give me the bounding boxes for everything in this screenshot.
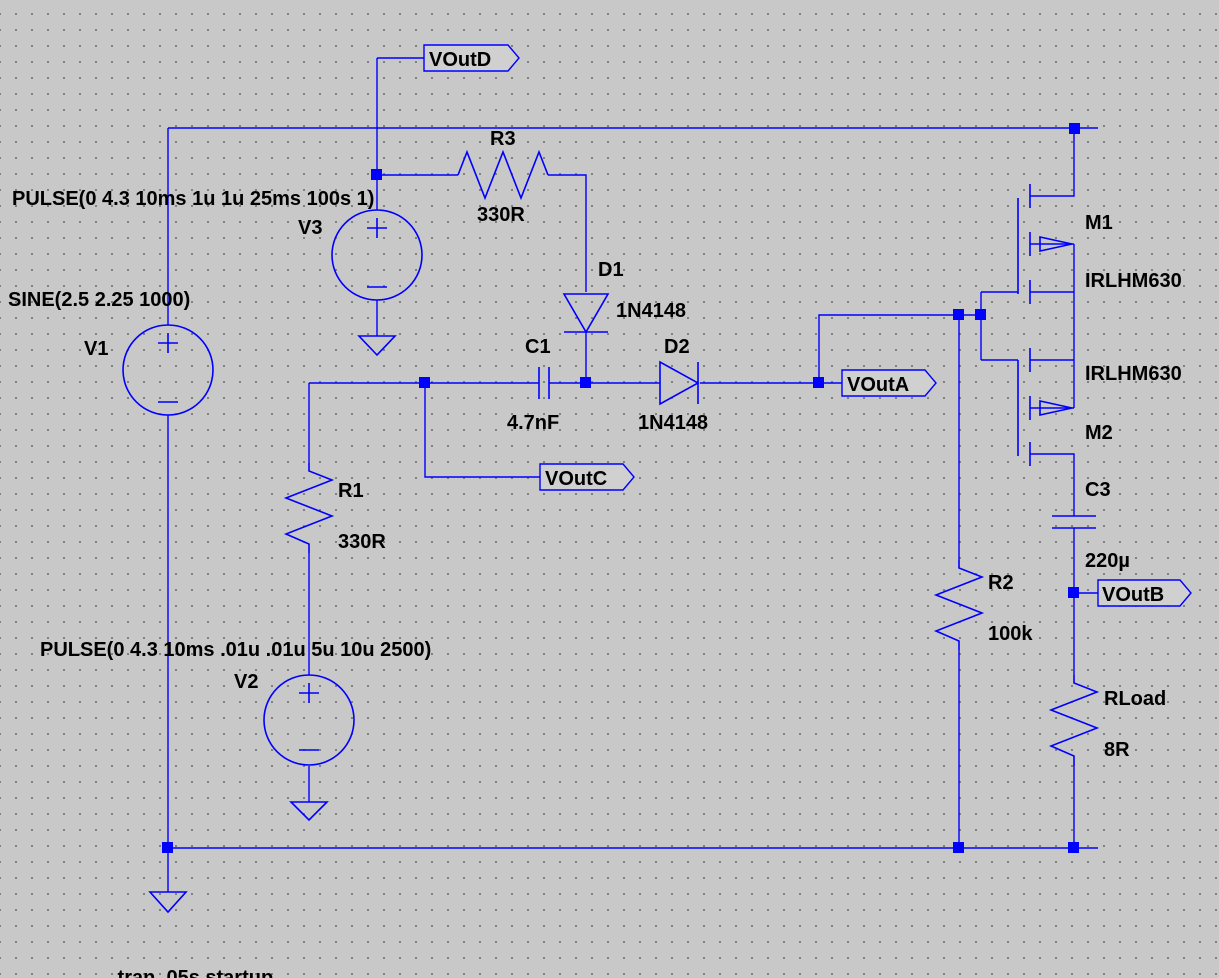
net-flag-vouta[interactable]: VOutA	[841, 369, 937, 397]
capacitor-c1[interactable]	[538, 367, 550, 399]
net-label-vouta: VOutA	[847, 374, 909, 396]
v1-value: SINE(2.5 2.25 1000)	[8, 289, 190, 311]
voltage-source-v3[interactable]	[331, 209, 423, 301]
d1-name: D1	[598, 259, 624, 281]
resistor-r2[interactable]	[933, 560, 985, 650]
r1-name: R1	[338, 480, 364, 502]
capacitor-c3[interactable]	[1052, 515, 1096, 529]
net-flag-voutb[interactable]: VOutB	[1097, 579, 1192, 607]
mosfet-m2[interactable]	[1017, 348, 1073, 466]
d2-value: 1N4148	[638, 412, 708, 434]
rload-name: RLoad	[1104, 688, 1166, 710]
net-label-voutc: VOutC	[545, 468, 607, 490]
net-label-voutb: VOutB	[1102, 584, 1164, 606]
component-labels: PULSE(0 4.3 10ms 1u 1u 25ms 100s 1) V3 R…	[8, 128, 1182, 978]
m2-name: M2	[1085, 422, 1113, 444]
wires	[167, 57, 1098, 892]
d2-name: D2	[664, 336, 690, 358]
r1-value: 330R	[338, 531, 386, 553]
r2-name: R2	[988, 572, 1014, 594]
rload-value: 8R	[1104, 739, 1130, 761]
c1-value: 4.7nF	[507, 412, 559, 434]
spice-directive[interactable]: .tran .05s startup	[112, 967, 273, 978]
voltage-source-v2[interactable]	[263, 674, 355, 766]
d1-value: 1N4148	[616, 300, 686, 322]
resistor-r1[interactable]	[283, 463, 335, 553]
r2-value: 100k	[988, 623, 1033, 645]
v1-name: V1	[84, 338, 108, 360]
m2-value: IRLHM630	[1085, 363, 1182, 385]
voltage-source-v1[interactable]	[122, 324, 214, 416]
junctions	[162, 123, 1080, 853]
ground-symbols	[148, 335, 397, 914]
m1-name: M1	[1085, 212, 1113, 234]
diode-d1[interactable]	[562, 293, 610, 334]
diode-d2[interactable]	[659, 360, 700, 406]
v3-name: V3	[298, 217, 322, 239]
v2-value: PULSE(0 4.3 10ms .01u .01u 5u 10u 2500)	[40, 639, 431, 661]
c1-name: C1	[525, 336, 551, 358]
net-flag-voutc[interactable]: VOutC	[539, 463, 635, 491]
resistor-rload[interactable]	[1048, 675, 1100, 766]
net-label-voutd: VOutD	[429, 49, 491, 71]
c3-value: 220µ	[1085, 550, 1130, 572]
m1-value: IRLHM630	[1085, 270, 1182, 292]
r3-name: R3	[490, 128, 516, 150]
net-flag-voutd[interactable]: VOutD	[423, 44, 520, 72]
resistor-r3[interactable]	[457, 149, 549, 201]
v3-value: PULSE(0 4.3 10ms 1u 1u 25ms 100s 1)	[12, 188, 374, 210]
v2-name: V2	[234, 671, 258, 693]
c3-name: C3	[1085, 479, 1111, 501]
mosfet-m1[interactable]	[1017, 184, 1073, 304]
r3-value: 330R	[477, 204, 525, 226]
